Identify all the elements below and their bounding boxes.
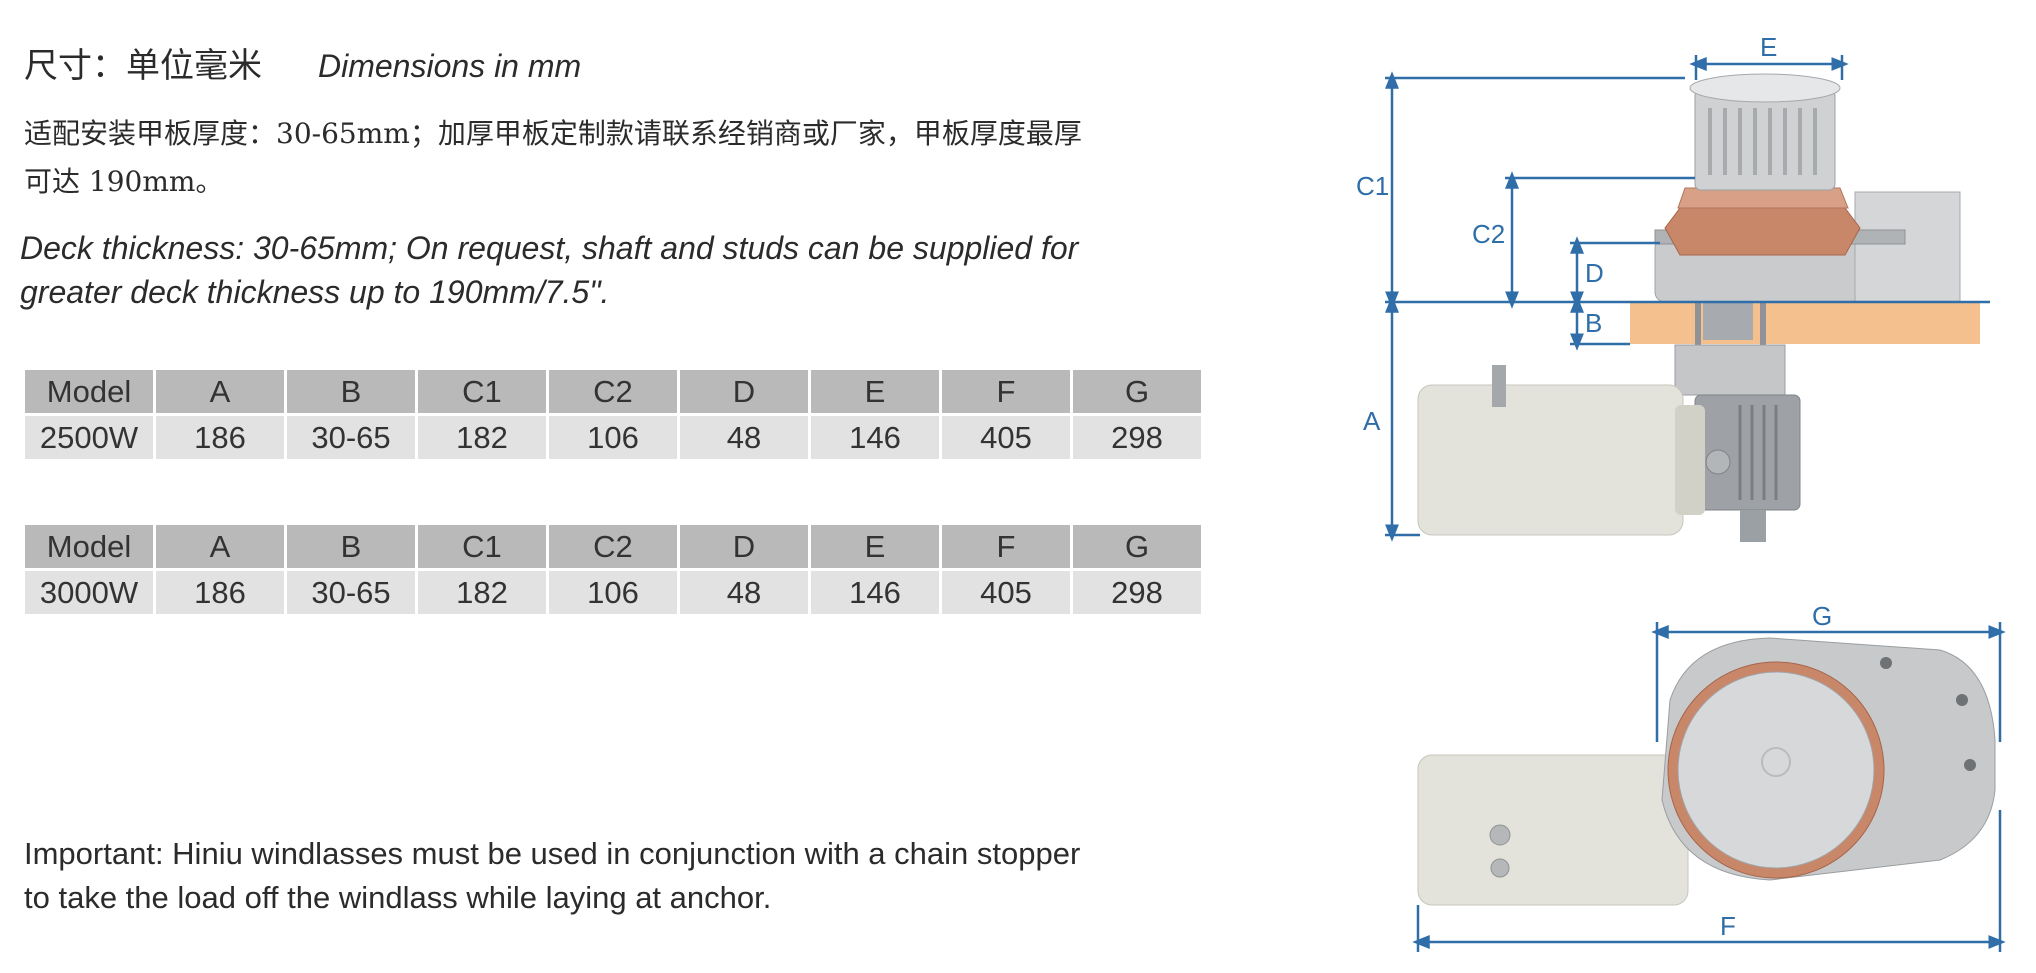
header-cell: G — [1073, 370, 1201, 413]
header-cell: E — [811, 525, 939, 568]
dimension-lines — [1385, 55, 1990, 542]
value-cell: 405 — [942, 416, 1070, 459]
value-cell: 3000W — [25, 571, 153, 614]
value-cell: 30-65 — [287, 571, 415, 614]
dimension-label-d: D — [1585, 258, 1604, 288]
deck-thickness-note-chinese: 适配安装甲板厚度：30-65mm；加厚甲板定制款请联系经销商或厂家，甲板厚度最厚… — [24, 117, 1082, 198]
top-view: G F — [1412, 601, 2006, 952]
deck-studs — [1695, 296, 1701, 386]
value-cell: 182 — [418, 571, 546, 614]
dimension-label-c2: C2 — [1472, 219, 1505, 249]
header-cell: A — [156, 525, 284, 568]
header-cell: C2 — [549, 525, 677, 568]
dimension-label-g: G — [1812, 601, 1832, 631]
value-cell: 186 — [156, 571, 284, 614]
table-header-row: Model A B C1 C2 D E F G — [25, 525, 1201, 568]
value-cell: 106 — [549, 416, 677, 459]
gearbox-cap — [1705, 449, 1731, 475]
gypsy-top — [1677, 187, 1849, 209]
header-cell: C1 — [418, 525, 546, 568]
header-cell: D — [680, 370, 808, 413]
deck-thickness-note-english: Deck thickness: 30-65mm; On request, sha… — [20, 230, 1079, 310]
value-cell: 48 — [680, 571, 808, 614]
gypsy — [1664, 207, 1861, 256]
chain-pipe — [1854, 191, 1961, 303]
dimension-label-b: B — [1585, 308, 1602, 338]
motor-body-top — [1417, 754, 1689, 906]
terminal-post — [1492, 365, 1506, 407]
dimension-label-c1: C1 — [1356, 171, 1389, 201]
header-cell: F — [942, 370, 1070, 413]
gearbox-ribs — [1738, 405, 1778, 500]
deck-plate — [1630, 302, 1980, 344]
header-cell: A — [156, 370, 284, 413]
table-row: 3000W 186 30-65 182 106 48 146 405 298 — [25, 571, 1201, 614]
value-cell: 405 — [942, 571, 1070, 614]
heading-chinese: 尺寸：单位毫米 — [24, 46, 262, 86]
value-cell: 106 — [549, 571, 677, 614]
side-view: C1 C2 D B A E — [1356, 32, 1990, 542]
header-cell: D — [680, 525, 808, 568]
value-cell: 182 — [418, 416, 546, 459]
bolt — [1956, 694, 1968, 706]
header-cell: C2 — [549, 370, 677, 413]
heading-english: Dimensions in mm — [318, 48, 582, 84]
table-header-row: Model A B C1 C2 D E F G — [25, 370, 1201, 413]
mount-flange — [1674, 344, 1786, 396]
drum-cap — [1689, 73, 1841, 103]
motor-body — [1417, 384, 1684, 536]
drum-hub — [1761, 747, 1791, 777]
value-cell: 186 — [156, 416, 284, 459]
table-row: 2500W 186 30-65 182 106 48 146 405 298 — [25, 416, 1201, 459]
dimension-label-f: F — [1720, 911, 1736, 941]
bolt — [1964, 759, 1976, 771]
header-cell: Model — [25, 525, 153, 568]
header-cell: G — [1073, 525, 1201, 568]
bolt — [1880, 657, 1892, 669]
dimensions-table-3000w: Model A B C1 C2 D E F G 3000W 186 30-65 … — [22, 522, 1204, 617]
header-cell: F — [942, 525, 1070, 568]
drum-top — [1677, 671, 1875, 869]
header-cell: B — [287, 370, 415, 413]
value-cell: 48 — [680, 416, 808, 459]
heading: 尺寸：单位毫米 Dimensions in mm — [24, 38, 581, 94]
output-shaft — [1740, 510, 1766, 542]
motor-terminal — [1489, 824, 1511, 846]
header-cell: C1 — [418, 370, 546, 413]
value-cell: 298 — [1073, 571, 1201, 614]
value-cell: 298 — [1073, 416, 1201, 459]
value-cell: 2500W — [25, 416, 153, 459]
header-cell: Model — [25, 370, 153, 413]
motor-end — [1675, 405, 1705, 515]
dimension-lines-top — [1412, 622, 2006, 952]
drum-ribs — [1708, 108, 1817, 175]
value-cell: 30-65 — [287, 416, 415, 459]
dimension-label-e: E — [1760, 32, 1777, 62]
header-cell: E — [811, 370, 939, 413]
deck-studs — [1760, 296, 1766, 386]
shaft-housing — [1703, 300, 1753, 340]
value-cell: 146 — [811, 571, 939, 614]
value-cell: 146 — [811, 416, 939, 459]
important-note: Important: Hiniu windlasses must be used… — [24, 836, 1081, 915]
header-cell: B — [287, 525, 415, 568]
windlass-dimension-diagram: C1 C2 D B A E G F — [1356, 32, 2006, 952]
dimension-label-a: A — [1363, 406, 1381, 436]
motor-terminal — [1490, 858, 1510, 878]
dimensions-table-2500w: Model A B C1 C2 D E F G 2500W 186 30-65 … — [22, 367, 1204, 462]
